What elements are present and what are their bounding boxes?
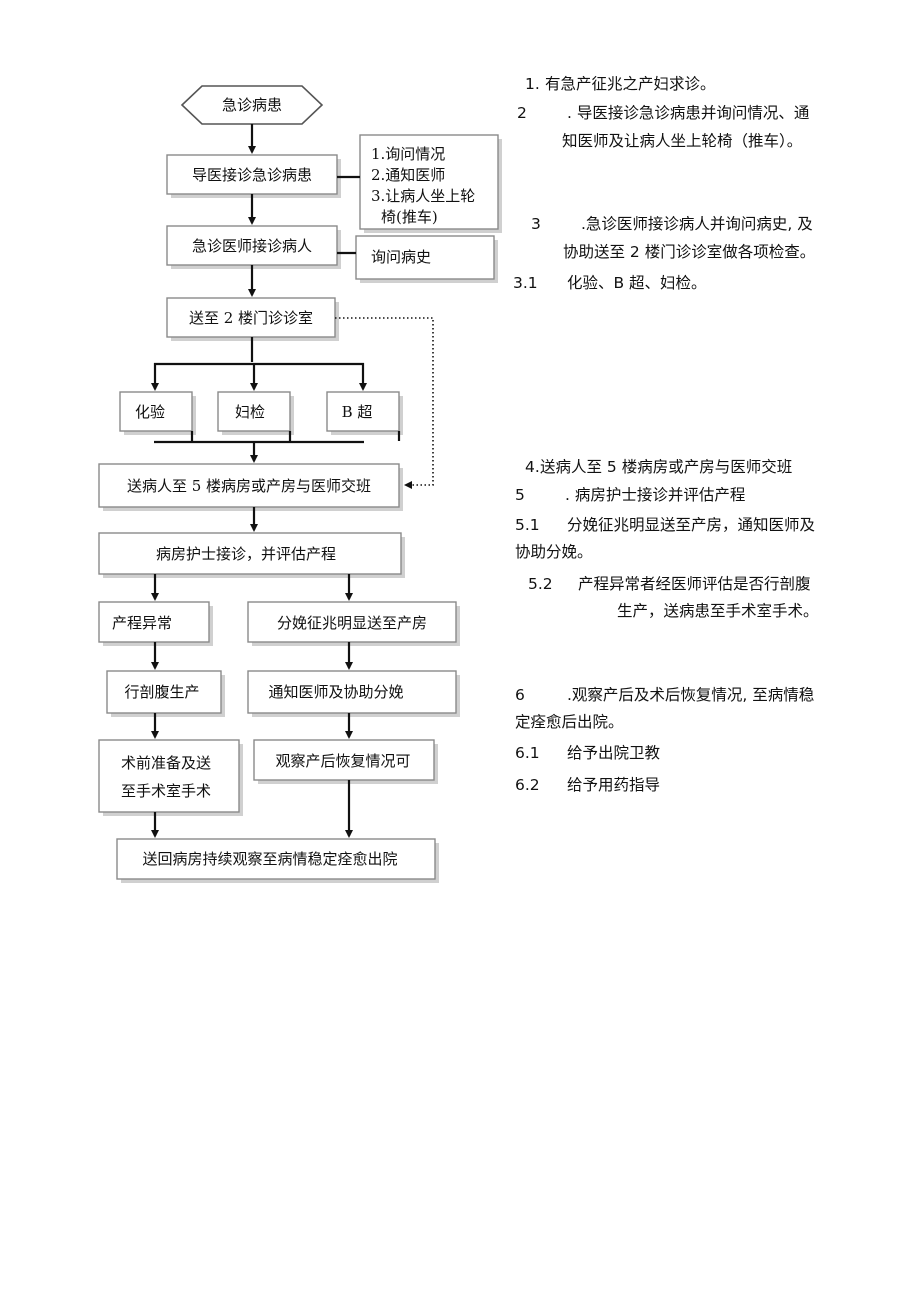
discharge-label: 送回病房持续观察至病情稳定痊愈出院	[142, 850, 397, 868]
note-text: . 病房护士接诊并评估产程	[565, 486, 746, 504]
note-text: .急诊医师接诊病人并询问病史, 及	[581, 215, 813, 233]
reception-action-3b: 椅(推车)	[381, 208, 438, 226]
note-text: 给予用药指导	[567, 776, 661, 794]
postpartum-label: 观察产后恢复情况可	[275, 752, 410, 770]
note-text: . 导医接诊急诊病患并询问情况、通	[567, 104, 810, 122]
assist-label: 通知医师及协助分娩	[268, 683, 403, 701]
test-node-gyn: 妇检	[217, 391, 294, 435]
reception-action-3: 3.让病人坐上轮	[371, 187, 475, 205]
assist-node: 通知医师及协助分娩	[247, 670, 460, 717]
note-number: 6.1	[515, 744, 540, 762]
note-text: 协助分娩。	[515, 543, 593, 561]
test-lab-label: 化验	[135, 403, 165, 421]
nurse-label: 病房护士接诊，并评估产程	[156, 545, 336, 563]
note-number: 6.2	[515, 776, 540, 794]
note-number: 1.	[525, 75, 540, 93]
note-number: 2	[517, 104, 527, 122]
note-text: .观察产后及术后恢复情况, 至病情稳	[567, 686, 815, 704]
edges	[151, 124, 434, 838]
start-node: 急诊病患	[180, 85, 324, 125]
note-text: 定痊愈后出院。	[515, 713, 624, 731]
clinic-node: 送至 2 楼门诊诊室	[166, 297, 339, 341]
note-number: 5.1	[515, 516, 540, 534]
note-number: 5.2	[528, 575, 553, 593]
note-number: 3.1	[513, 274, 538, 292]
clinic-label: 送至 2 楼门诊诊室	[189, 309, 313, 327]
note-text: 送病人至 5 楼病房或产房与医师交班	[540, 458, 793, 476]
reception-label: 导医接诊急诊病患	[192, 166, 312, 184]
start-label: 急诊病患	[222, 96, 282, 114]
cesarean-node: 行剖腹生产	[106, 670, 225, 717]
abnormal-label: 产程异常	[112, 614, 172, 632]
note-number: 6	[515, 686, 525, 704]
reception-action-2: 2.通知医师	[371, 166, 445, 184]
preop-label-1: 术前准备及送	[121, 754, 211, 772]
doctor-action-label: 询问病史	[371, 248, 431, 266]
note-text: 有急产征兆之产妇求诊。	[545, 75, 716, 93]
reception-node: 导医接诊急诊病患	[166, 154, 341, 198]
note-number: 3	[531, 215, 541, 233]
handover-node: 送病人至 5 楼病房或产房与医师交班	[98, 463, 403, 511]
edge-clinic-handover-dotted	[335, 317, 434, 489]
note-text: 产程异常者经医师评估是否行剖腹	[578, 575, 811, 593]
reception-action-1: 1.询问情况	[371, 145, 445, 163]
note-text: 协助送至 2 楼门诊诊室做各项检查。	[563, 243, 816, 261]
test-node-ultrasound: B 超	[326, 391, 403, 435]
doctor-node: 急诊医师接诊病人	[166, 225, 341, 269]
note-text: 知医师及让病人坐上轮椅（推车）。	[562, 132, 803, 150]
note-number: 4.	[525, 458, 540, 476]
note-text: 化验、B 超、妇检。	[567, 274, 707, 292]
abnormal-node: 产程异常	[98, 601, 213, 646]
normal-node: 分娩征兆明显送至产房	[247, 601, 460, 646]
handover-label: 送病人至 5 楼病房或产房与医师交班	[127, 477, 371, 495]
preop-label-2: 至手术室手术	[121, 782, 211, 800]
preop-node: 术前准备及送 至手术室手术	[98, 739, 243, 816]
discharge-node: 送回病房持续观察至病情稳定痊愈出院	[116, 838, 439, 883]
nurse-node: 病房护士接诊，并评估产程	[98, 532, 405, 578]
doctor-label: 急诊医师接诊病人	[192, 237, 312, 255]
note-number: 5	[515, 486, 525, 504]
note-text: 给予出院卫教	[567, 744, 661, 762]
doctor-action-box: 询问病史	[355, 235, 498, 283]
postpartum-node: 观察产后恢复情况可	[253, 739, 438, 784]
note-text: 生产，送病患至手术室手术。	[617, 602, 819, 620]
note-text: 分娩征兆明显送至产房，通知医师及	[567, 516, 816, 534]
test-node-lab: 化验	[119, 391, 196, 435]
test-ultrasound-label: B 超	[342, 403, 373, 421]
test-gyn-label: 妇检	[235, 403, 265, 421]
reception-actions-box: 1.询问情况 2.通知医师 3.让病人坐上轮 椅(推车)	[359, 134, 502, 233]
cesarean-label: 行剖腹生产	[124, 683, 199, 701]
normal-label: 分娩征兆明显送至产房	[277, 614, 427, 632]
